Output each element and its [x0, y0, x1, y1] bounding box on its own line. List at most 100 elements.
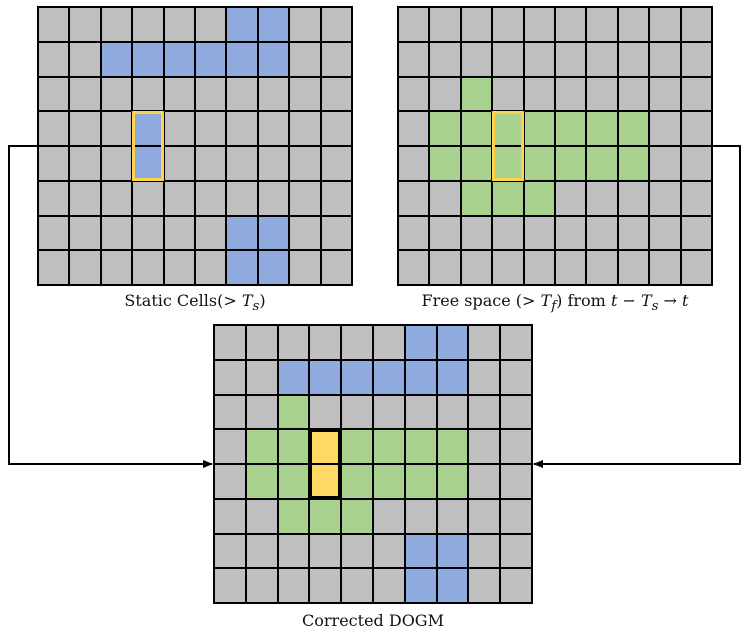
grid-cell: [650, 112, 680, 145]
grid-cell: [164, 216, 194, 250]
grid-cell: [101, 77, 132, 111]
grid-cell: [278, 569, 309, 602]
free-caption-t1: t: [610, 291, 618, 310]
right-connector-arrow: [533, 145, 741, 468]
grid-cell: [405, 326, 436, 359]
grid-cell: [437, 569, 468, 602]
grid-cell: [493, 8, 523, 41]
grid-cell: [310, 360, 341, 394]
grid-cell: [493, 77, 523, 111]
grid-cell: [342, 499, 372, 533]
grid-cell: [650, 42, 680, 76]
free-caption-mid: ) from: [556, 291, 611, 310]
grid-cell: [524, 77, 554, 111]
grid-cell: [321, 181, 351, 215]
grid-cell: [39, 181, 69, 215]
grid-cell: [681, 251, 711, 284]
grid-cell: [342, 326, 372, 359]
grid-cell: [524, 147, 554, 180]
grid-cell: [133, 251, 163, 284]
grid-cell: [133, 147, 163, 180]
grid-cell: [290, 147, 320, 180]
grid-cell: [430, 112, 460, 145]
grid-cell: [437, 534, 468, 568]
grid-cell: [587, 77, 617, 111]
grid-cell: [501, 430, 531, 463]
grid-cell: [70, 216, 100, 250]
grid-cell: [399, 251, 429, 284]
grid-cell: [524, 42, 554, 76]
grid-cell: [164, 8, 194, 41]
grid-cell: [681, 216, 711, 250]
grid-cell: [101, 251, 132, 284]
grid-cell: [258, 181, 289, 215]
grid-cell: [650, 147, 680, 180]
grid-cell: [133, 112, 163, 145]
grid-cell: [227, 181, 257, 215]
grid-cell: [469, 499, 500, 533]
grid-cell: [437, 395, 468, 429]
grid-cell: [101, 8, 132, 41]
grid-cell: [133, 8, 163, 41]
grid-cell: [39, 251, 69, 284]
grid-cell: [469, 534, 500, 568]
grid-cell: [246, 534, 277, 568]
grid-cell: [493, 147, 523, 180]
free-space-grid: [397, 6, 713, 286]
grid-cell: [587, 42, 617, 76]
grid-cell: [342, 430, 372, 463]
grid-cell: [227, 251, 257, 284]
grid-cell: [618, 8, 649, 41]
grid-cell: [321, 251, 351, 284]
grid-cell: [39, 77, 69, 111]
grid-cell: [310, 569, 341, 602]
grid-cell: [461, 8, 492, 41]
grid-cell: [524, 112, 554, 145]
grid-cell: [618, 251, 649, 284]
grid-cell: [555, 77, 586, 111]
grid-cell: [618, 112, 649, 145]
grid-cell: [215, 499, 245, 533]
grid-cell: [321, 112, 351, 145]
grid-cell: [469, 465, 500, 498]
grid-cell: [399, 216, 429, 250]
grid-cell: [133, 181, 163, 215]
grid-cell: [437, 360, 468, 394]
grid-cell: [650, 8, 680, 41]
grid-cell: [215, 395, 245, 429]
grid-cell: [101, 42, 132, 76]
grid-cell: [373, 499, 404, 533]
grid-cell: [555, 251, 586, 284]
grid-cell: [246, 465, 277, 498]
grid-cell: [681, 42, 711, 76]
grid-cell: [133, 216, 163, 250]
grid-cell: [70, 42, 100, 76]
grid-cell: [342, 534, 372, 568]
grid-cell: [618, 216, 649, 250]
static-cells-grid: [37, 6, 353, 286]
grid-cell: [405, 360, 436, 394]
grid-cell: [258, 147, 289, 180]
grid-cell: [399, 181, 429, 215]
grid-cell: [310, 534, 341, 568]
grid-cell: [461, 251, 492, 284]
grid-cell: [258, 77, 289, 111]
grid-cell: [195, 8, 226, 41]
grid-cell: [310, 326, 341, 359]
grid-cell: [618, 42, 649, 76]
grid-cell: [258, 112, 289, 145]
grid-cell: [461, 181, 492, 215]
grid-cell: [399, 77, 429, 111]
grid-cell: [39, 147, 69, 180]
grid-cell: [278, 465, 309, 498]
corrected-dogm-caption: Corrected DOGM: [302, 611, 444, 630]
grid-cell: [493, 216, 523, 250]
grid-cell: [133, 77, 163, 111]
free-caption-sub: f: [551, 299, 557, 315]
corrected-highlight-box: [309, 429, 342, 499]
grid-cell: [373, 569, 404, 602]
grid-cell: [461, 42, 492, 76]
grid-cell: [399, 147, 429, 180]
grid-cell: [373, 430, 404, 463]
